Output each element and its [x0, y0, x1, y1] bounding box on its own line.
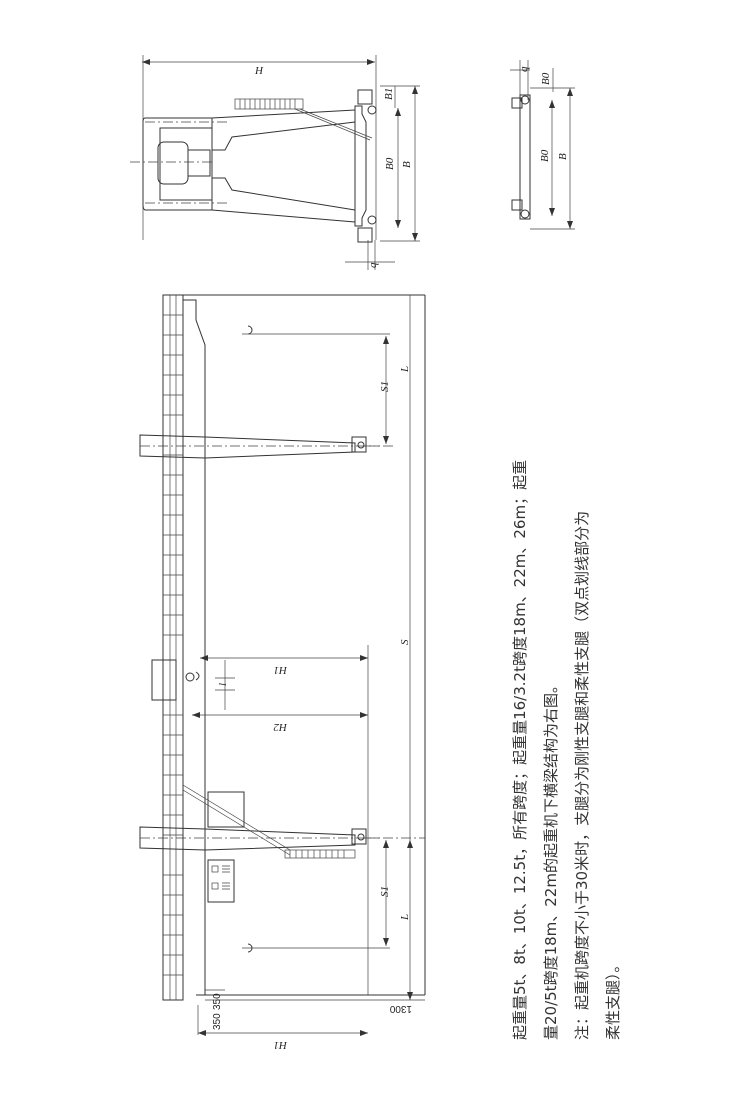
dim-350-upper: 350 — [212, 993, 223, 1010]
end-view-right: B B0 B0 q — [510, 60, 575, 230]
label-H1: H1 — [274, 664, 288, 676]
label-l: l — [217, 683, 229, 686]
label-H1-base: H1 — [274, 1039, 288, 1051]
label-B: B — [401, 161, 413, 168]
dim-350-lower: 350 — [212, 1013, 223, 1030]
label-B0-right-offset: B0 — [540, 72, 552, 85]
note-line-4: 柔性支腿）。 — [604, 957, 622, 1040]
note-line-1: 起重量5t、8t、10t、12.5t，所有跨度；起重量16/3.2t跨度18m、… — [511, 459, 529, 1040]
label-B0: B0 — [384, 157, 396, 170]
label-q: q — [367, 262, 379, 268]
label-L-lower: L — [399, 914, 411, 921]
label-H: H — [254, 65, 264, 77]
label-B-right: B — [557, 153, 569, 160]
label-H2: H2 — [273, 721, 288, 733]
label-S1-lower: S1 — [379, 886, 391, 897]
drawing-notes: 起重量5t、8t、10t、12.5t，所有跨度；起重量16/3.2t跨度18m、… — [505, 390, 622, 1040]
label-B0-right: B0 — [539, 149, 551, 162]
note-line-2: 量20/5t跨度18m、22m的起重机下横梁结构为右图。 — [542, 678, 560, 1040]
end-view-left: H B B0 B1 — [130, 55, 420, 270]
main-view: S1 L S1 L S H1 H2 l H1 — [139, 294, 426, 1051]
label-q-right: q — [518, 66, 530, 72]
label-S: S — [399, 639, 411, 645]
label-L-upper: L — [399, 366, 411, 373]
label-S1-upper: S1 — [379, 381, 391, 392]
label-B1: B1 — [383, 88, 395, 100]
note-line-3: 注：起重机跨度不小于30米时，支腿分为刚性支腿和柔性支腿（双点划线部分为 — [573, 510, 591, 1040]
dim-1300: 1300 — [389, 1003, 412, 1014]
